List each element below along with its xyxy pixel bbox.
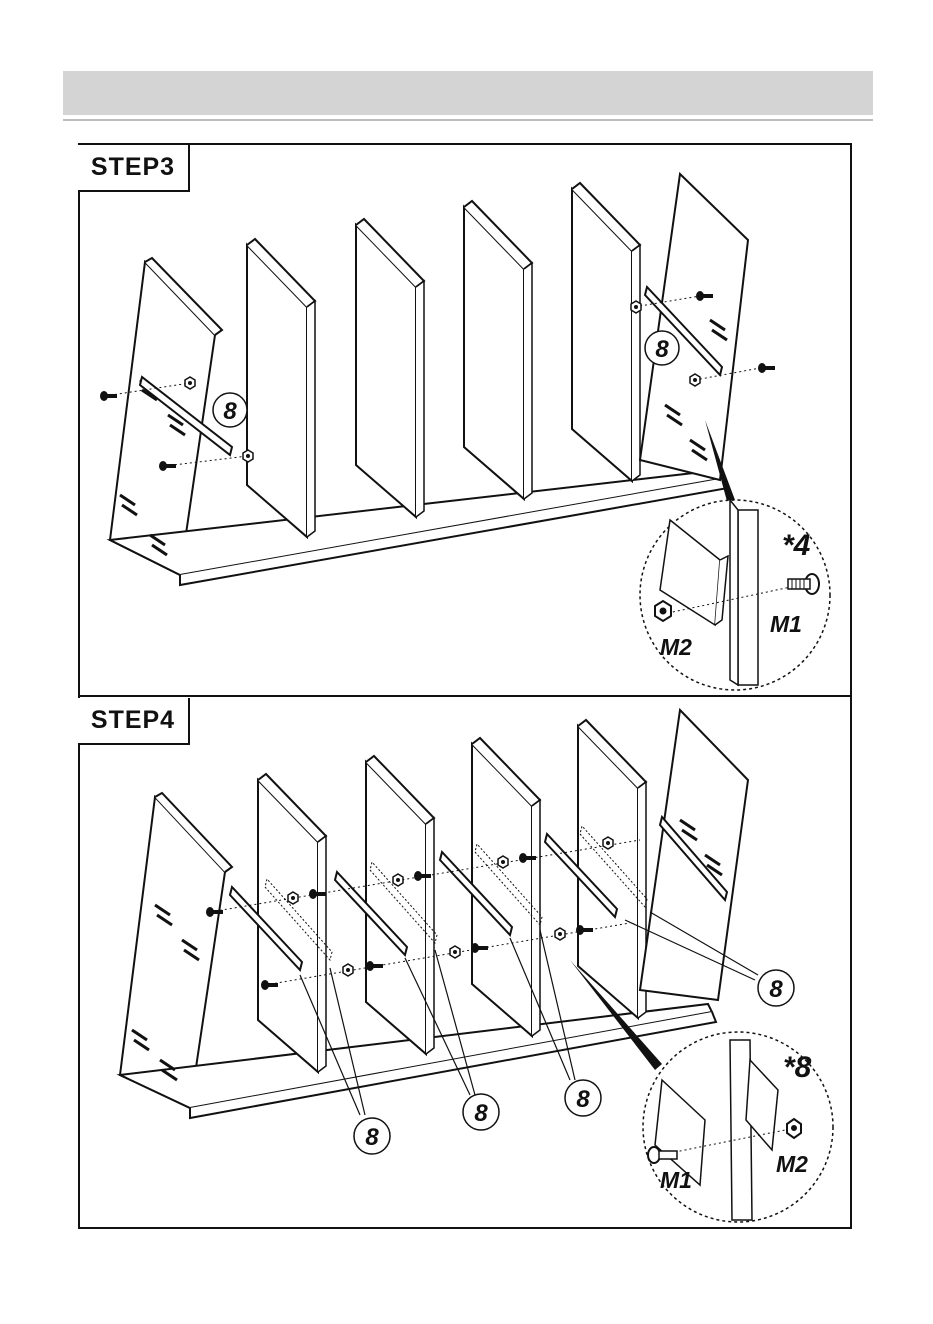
svg-text:8: 8	[223, 398, 237, 425]
step4-callout-8-d: 8	[758, 970, 794, 1006]
svg-text:8: 8	[474, 1100, 488, 1127]
step3-nut-icon	[631, 301, 641, 313]
svg-text:8: 8	[365, 1124, 379, 1151]
step4-nut-icon	[393, 874, 403, 886]
step3-screw-icon	[758, 363, 775, 373]
step4-screw-label: M1	[660, 1167, 692, 1193]
step4-nut-icon	[288, 892, 298, 904]
step3-panel-4	[572, 183, 640, 481]
step4-panel-3	[472, 738, 540, 1036]
step3-nut-icon	[185, 377, 195, 389]
step3-screw-icon	[100, 391, 117, 401]
step4-shelf	[120, 710, 758, 1118]
step4-nut-icon	[450, 946, 460, 958]
step3-nut-icon	[690, 374, 700, 386]
step3-panel-2	[356, 219, 424, 517]
step3-nut-icon	[243, 450, 253, 462]
step3-panel-3	[464, 201, 532, 499]
step3-nut-label: M2	[660, 634, 692, 660]
step4-panel-4	[578, 720, 646, 1018]
svg-text:8: 8	[769, 976, 783, 1003]
step3-panel-1	[247, 239, 315, 537]
step3-right-panel	[640, 174, 748, 480]
step4-callout-8-b: 8	[463, 1094, 499, 1130]
detail-nut-icon	[655, 601, 671, 621]
step3-callout-8-b: 8	[645, 331, 679, 365]
step4-panel-2	[366, 756, 434, 1054]
detail-nut-icon	[787, 1119, 801, 1138]
step4-callout-8-a: 8	[354, 1118, 390, 1154]
step4-nut-icon	[603, 837, 613, 849]
step3-screw-label: M1	[770, 611, 802, 637]
step4-nut-icon	[555, 928, 565, 940]
step4-nut-icon	[498, 856, 508, 868]
step4-detail-circle: *8 M1 M2	[643, 1032, 833, 1222]
step3-callout-8-a: 8	[213, 393, 247, 427]
step4-panel-1	[258, 774, 326, 1072]
step3-quantity: *4	[782, 529, 811, 562]
svg-text:8: 8	[576, 1086, 590, 1113]
step4-callout-8-c: 8	[565, 1080, 601, 1116]
step4-nut-icon	[343, 964, 353, 976]
step4-quantity: *8	[783, 1051, 812, 1084]
step4-nut-label: M2	[776, 1151, 808, 1177]
step3-detail-circle: *4 M1 M2	[640, 500, 830, 690]
svg-text:8: 8	[655, 336, 669, 363]
